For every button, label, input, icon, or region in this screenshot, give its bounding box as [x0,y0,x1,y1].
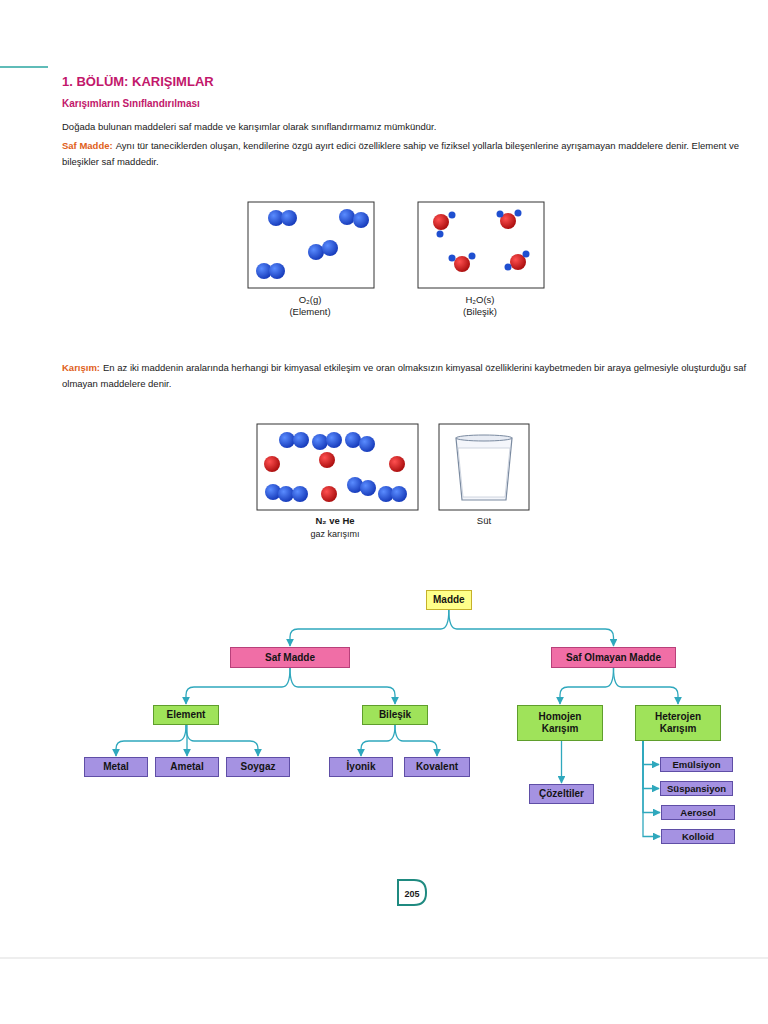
tree-connector [290,610,449,646]
box-label: Kovalent [416,761,458,773]
paragraph: Doğada bulunan maddeleri saf madde ve ka… [62,121,436,132]
oxygen-molecules [248,202,374,288]
subheading: Karışımların Sınıflandırılması [62,98,200,109]
tree-connector [361,725,395,756]
text-block: Süt [444,513,524,527]
category-box: Homojen Karışım [517,705,603,741]
caption: Süt [477,515,491,526]
tree-connector [614,668,679,704]
caption: (Bileşik) [463,306,497,317]
category-box: İyonik [329,757,393,777]
text-block: Doğada bulunan maddeleri saf madde ve ka… [62,119,752,133]
tree-connector [643,741,659,765]
page-title: 1. BÖLÜM: KARIŞIMLAR [62,74,214,89]
category-box: Bileşik [362,705,428,725]
box-label: Madde [433,594,465,606]
category-box: Element [153,705,219,725]
category-box: Saf Madde [230,647,350,668]
box-label: Kolloid [682,831,714,842]
box-label: Element [167,709,206,721]
box-label: Ametal [170,761,203,773]
water-molecules [418,202,544,288]
category-box: Metal [84,757,148,777]
tree-connector [561,741,562,783]
caption: (Element) [289,306,330,317]
box-label: İyonik [347,761,376,773]
category-box: Soygaz [226,757,290,777]
box-label: Süspansiyon [667,783,726,794]
box-label: Saf Madde [265,652,315,664]
tree-connector [290,668,395,704]
bottom-rule [0,958,768,959]
text-block: (Bileşik) [430,304,530,318]
tree-connector [186,725,258,756]
category-box: Heterojen Karışım [635,705,721,741]
box-label: Homojen Karışım [524,711,596,735]
milk-glass [439,424,529,510]
box-label: Emülsiyon [672,759,720,770]
gas-mixture [257,424,418,510]
page-badge [398,880,426,905]
tree-connector [643,741,660,837]
category-box: Kovalent [404,757,470,777]
category-box: Kolloid [661,829,735,844]
text-block: N₂ ve He [280,513,390,527]
text-block: H₂O(s) [430,292,530,306]
box-label: Çözeltiler [539,788,584,800]
text-block: 205 [398,886,426,900]
tree-connector [395,725,437,756]
caption: gaz karışımı [310,529,359,539]
box-label: Metal [103,761,129,773]
caption: H₂O(s) [465,294,494,305]
term: Karışım: [62,362,100,373]
box-label: Soygaz [240,761,275,773]
box-label: Heterojen Karışım [642,711,714,735]
text-block: Saf Madde:Aynı tür taneciklerden oluşan,… [62,137,752,169]
top-rule [0,66,48,68]
tree-connector [186,668,290,704]
page-number: 205 [404,889,419,899]
tree-connector [560,668,614,704]
category-box: Çözeltiler [529,784,594,804]
text-block: Karışım:En az iki maddenin aralarında he… [62,359,752,391]
paragraph: Aynı tür taneciklerden oluşan, kendileri… [62,140,739,167]
text-block: O₂(g) [260,292,360,306]
text-block: Karışımların Sınıflandırılması [62,96,362,110]
tree-connector [116,725,186,756]
paragraph: En az iki maddenin aralarında herhangi b… [62,362,746,389]
category-box: Aerosol [661,805,735,820]
tree-connector [643,741,660,813]
category-box: Saf Olmayan Madde [551,647,676,668]
category-box: Emülsiyon [660,757,733,772]
caption: N₂ ve He [315,515,354,526]
category-box: Madde [426,590,472,610]
category-box: Ametal [155,757,219,777]
box-label: Aerosol [680,807,715,818]
text-block: gaz karışımı [280,526,390,540]
text-block: (Element) [260,304,360,318]
tree-connector [643,741,659,789]
box-label: Saf Olmayan Madde [566,652,661,664]
term: Saf Madde: [62,140,113,151]
category-box: Süspansiyon [660,781,733,796]
box-label: Bileşik [379,709,411,721]
caption: O₂(g) [299,294,322,305]
tree-connector [449,610,614,646]
